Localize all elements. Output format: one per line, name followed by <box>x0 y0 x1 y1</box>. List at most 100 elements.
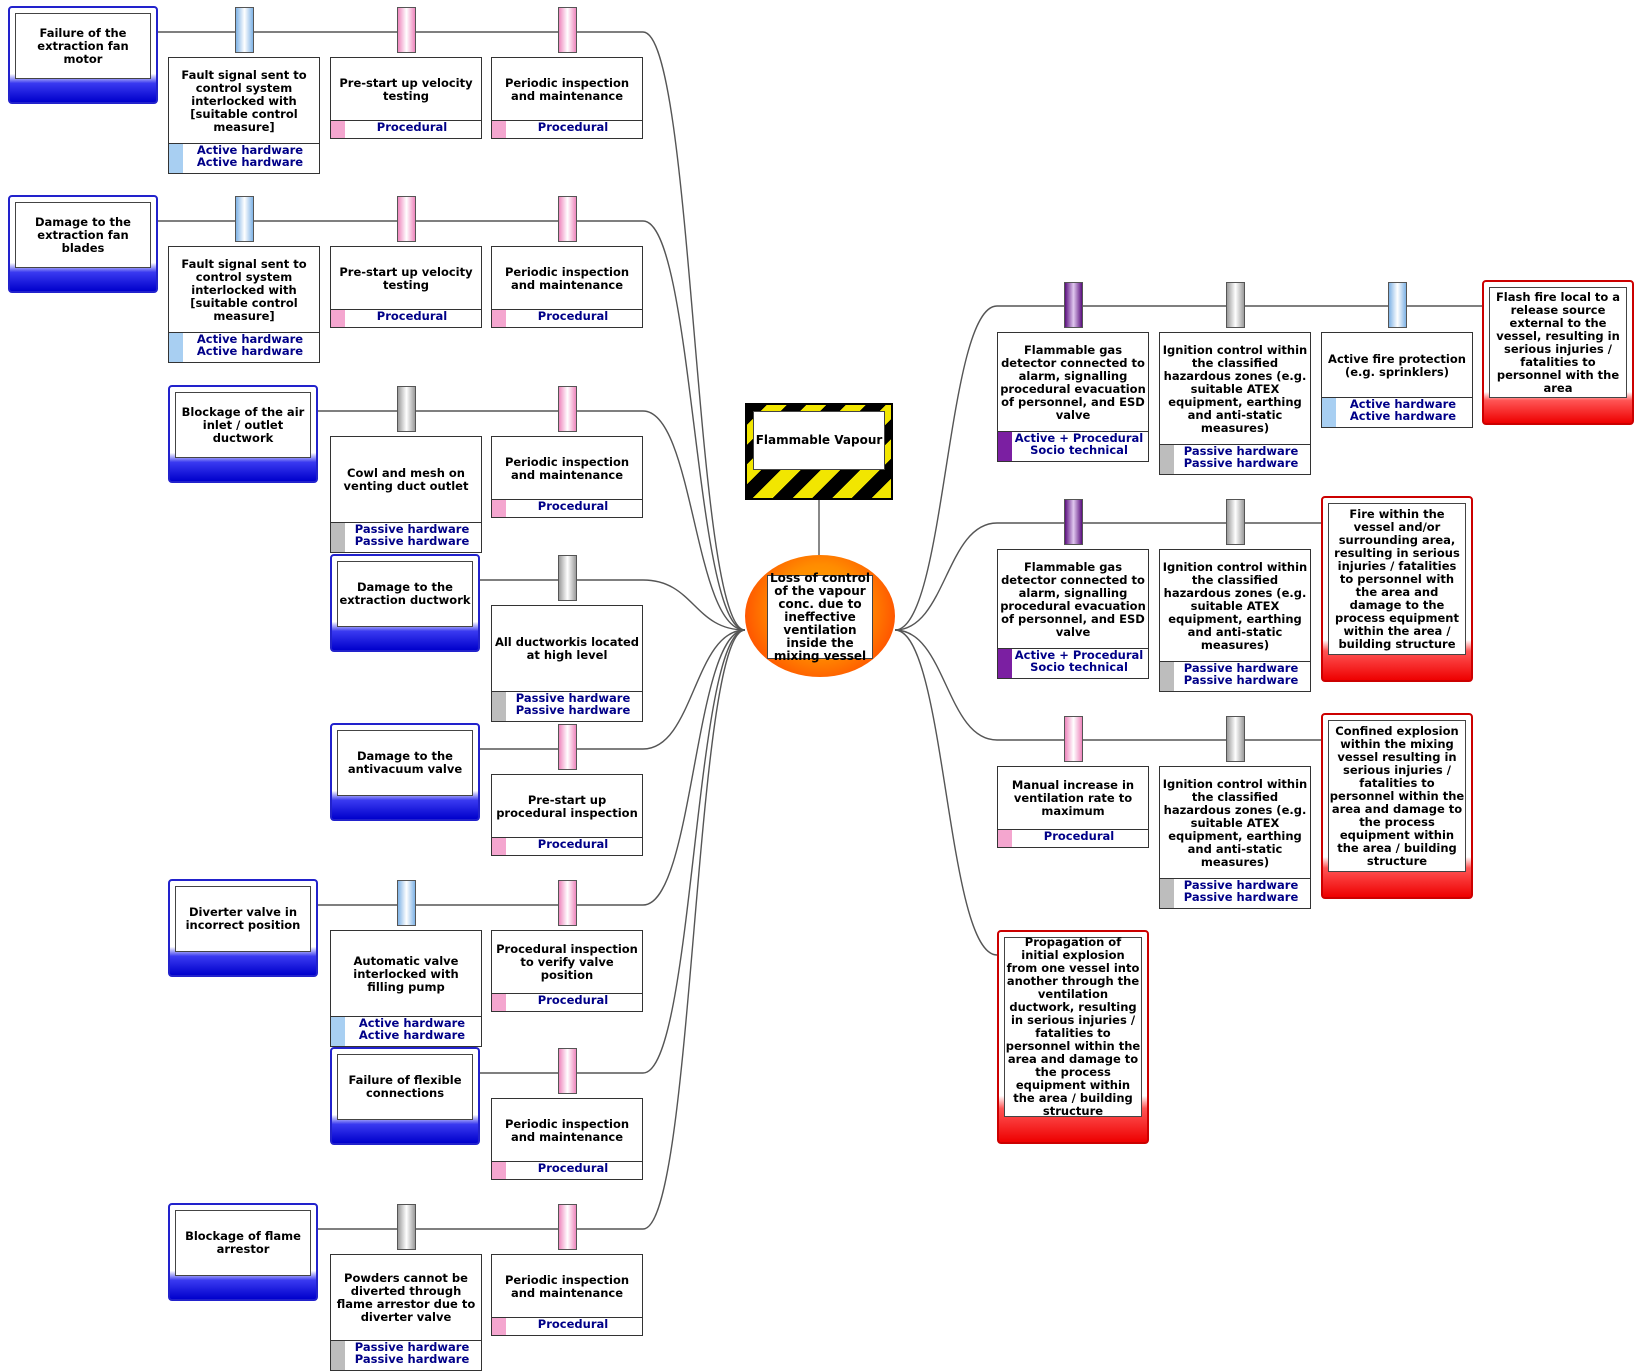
connector-curve <box>894 522 998 631</box>
barrier-indicator-passive <box>397 1204 416 1250</box>
barrier-category-swatch <box>492 121 506 138</box>
connector-curve <box>642 629 746 1230</box>
threat-box[interactable]: Failure of flexible connections <box>330 1047 480 1145</box>
barrier-indicator-passive <box>1226 499 1245 545</box>
consequence-box[interactable]: Flash fire local to a release source ext… <box>1482 280 1634 425</box>
barrier-box[interactable]: Flammable gas detector connected to alar… <box>997 332 1149 462</box>
barrier-type-label: Active hardware <box>196 332 304 346</box>
barrier-type-label: Active hardware <box>358 1028 466 1042</box>
barrier-indicator-socio <box>1064 499 1083 545</box>
consequence-box[interactable]: Propagation of initial explosion from on… <box>997 930 1149 1144</box>
barrier-type-label: Active hardware <box>196 143 304 157</box>
barrier-type-footer: Procedural <box>492 1317 642 1335</box>
barrier-box[interactable]: Fault signal sent to control system inte… <box>168 57 320 174</box>
barrier-indicator-procedural <box>558 724 577 770</box>
threat-box[interactable]: Damage to the extraction fan blades <box>8 195 158 293</box>
barrier-text: Automatic valve interlocked with filling… <box>353 953 459 994</box>
threat-box[interactable]: Damage to the extraction ductwork <box>330 554 480 652</box>
barrier-type-label: Active hardware <box>1349 397 1457 411</box>
barrier-type-footer: Procedural <box>492 837 642 855</box>
barrier-box[interactable]: Automatic valve interlocked with filling… <box>330 930 482 1047</box>
barrier-category-swatch <box>492 692 506 721</box>
barrier-box[interactable]: Powders cannot be diverted through flame… <box>330 1254 482 1371</box>
barrier-indicator-passive <box>1226 716 1245 762</box>
threat-label: Damage to the antivacuum valve <box>337 730 473 796</box>
hazard-box[interactable]: Flammable Vapour <box>745 403 893 500</box>
consequence-box[interactable]: Confined explosion within the mixing ves… <box>1321 713 1473 899</box>
barrier-box[interactable]: Ignition control within the classified h… <box>1159 332 1311 475</box>
barrier-box[interactable]: Ignition control within the classified h… <box>1159 549 1311 692</box>
barrier-text: Procedural inspection to verify valve po… <box>496 942 638 982</box>
barrier-category-swatch <box>492 1318 506 1335</box>
barrier-type-label: Passive hardware <box>1183 661 1299 675</box>
top-event[interactable]: Loss of control of the vapour conc. due … <box>745 555 895 677</box>
threat-box[interactable]: Blockage of the air inlet / outlet ductw… <box>168 385 318 483</box>
barrier-type-label: Procedural <box>537 837 609 851</box>
barrier-box[interactable]: Active fire protection (e.g. sprinklers)… <box>1321 332 1473 428</box>
barrier-category-swatch <box>169 144 183 173</box>
barrier-indicator-active <box>1388 282 1407 328</box>
barrier-type-label: Procedural <box>537 993 609 1007</box>
hazard-label: Flammable Vapour <box>753 411 885 470</box>
threat-box[interactable]: Diverter valve in incorrect position <box>168 879 318 977</box>
barrier-category-swatch <box>492 310 506 327</box>
threat-box[interactable]: Damage to the antivacuum valve <box>330 723 480 821</box>
barrier-type-label: Passive hardware <box>1183 456 1299 470</box>
barrier-text: Fault signal sent to control system inte… <box>181 67 307 134</box>
barrier-category-swatch <box>331 523 345 552</box>
barrier-box[interactable]: Fault signal sent to control system inte… <box>168 246 320 363</box>
threat-box[interactable]: Blockage of flame arrestor <box>168 1203 318 1301</box>
barrier-category-swatch <box>1160 879 1174 908</box>
threat-label: Failure of flexible connections <box>337 1054 473 1120</box>
barrier-indicator-procedural <box>1064 716 1083 762</box>
connector-curve <box>642 629 746 1074</box>
barrier-type-label: Procedural <box>376 120 448 134</box>
barrier-type-label: Active hardware <box>196 344 304 358</box>
consequence-box[interactable]: Fire within the vessel and/or surroundin… <box>1321 496 1473 682</box>
barrier-type-label: Procedural <box>537 499 609 513</box>
threat-box[interactable]: Failure of the extraction fan motor <box>8 6 158 104</box>
barrier-indicator-socio <box>1064 282 1083 328</box>
connector-curve <box>642 579 746 631</box>
barrier-box[interactable]: Procedural inspection to verify valve po… <box>491 930 643 1012</box>
barrier-type-footer: Procedural <box>492 309 642 327</box>
barrier-box[interactable]: Flammable gas detector connected to alar… <box>997 549 1149 679</box>
consequence-label: Confined explosion within the mixing ves… <box>1328 720 1466 872</box>
barrier-type-label: Socio technical <box>1030 660 1128 674</box>
barrier-category-swatch <box>492 1162 506 1179</box>
barrier-box[interactable]: Manual increase in ventilation rate to m… <box>997 766 1149 848</box>
threat-label: Damage to the extraction fan blades <box>15 202 151 268</box>
connector-curve <box>894 629 998 741</box>
barrier-type-label: Passive hardware <box>354 534 470 548</box>
barrier-type-footer: Procedural <box>998 829 1148 847</box>
barrier-text: Powders cannot be diverted through flame… <box>336 1271 476 1324</box>
barrier-indicator-active <box>235 196 254 242</box>
barrier-type-label: Active + Procedural <box>1014 648 1144 662</box>
threat-label: Blockage of flame arrestor <box>175 1210 311 1276</box>
threat-label: Damage to the extraction ductwork <box>337 561 473 627</box>
barrier-type-label: Passive hardware <box>354 522 470 536</box>
barrier-category-swatch <box>998 649 1012 678</box>
barrier-text: Ignition control within the classified h… <box>1162 342 1308 435</box>
barrier-text: Periodic inspection and maintenance <box>504 264 630 292</box>
barrier-indicator-active <box>235 7 254 53</box>
barrier-box[interactable]: Ignition control within the classified h… <box>1159 766 1311 909</box>
